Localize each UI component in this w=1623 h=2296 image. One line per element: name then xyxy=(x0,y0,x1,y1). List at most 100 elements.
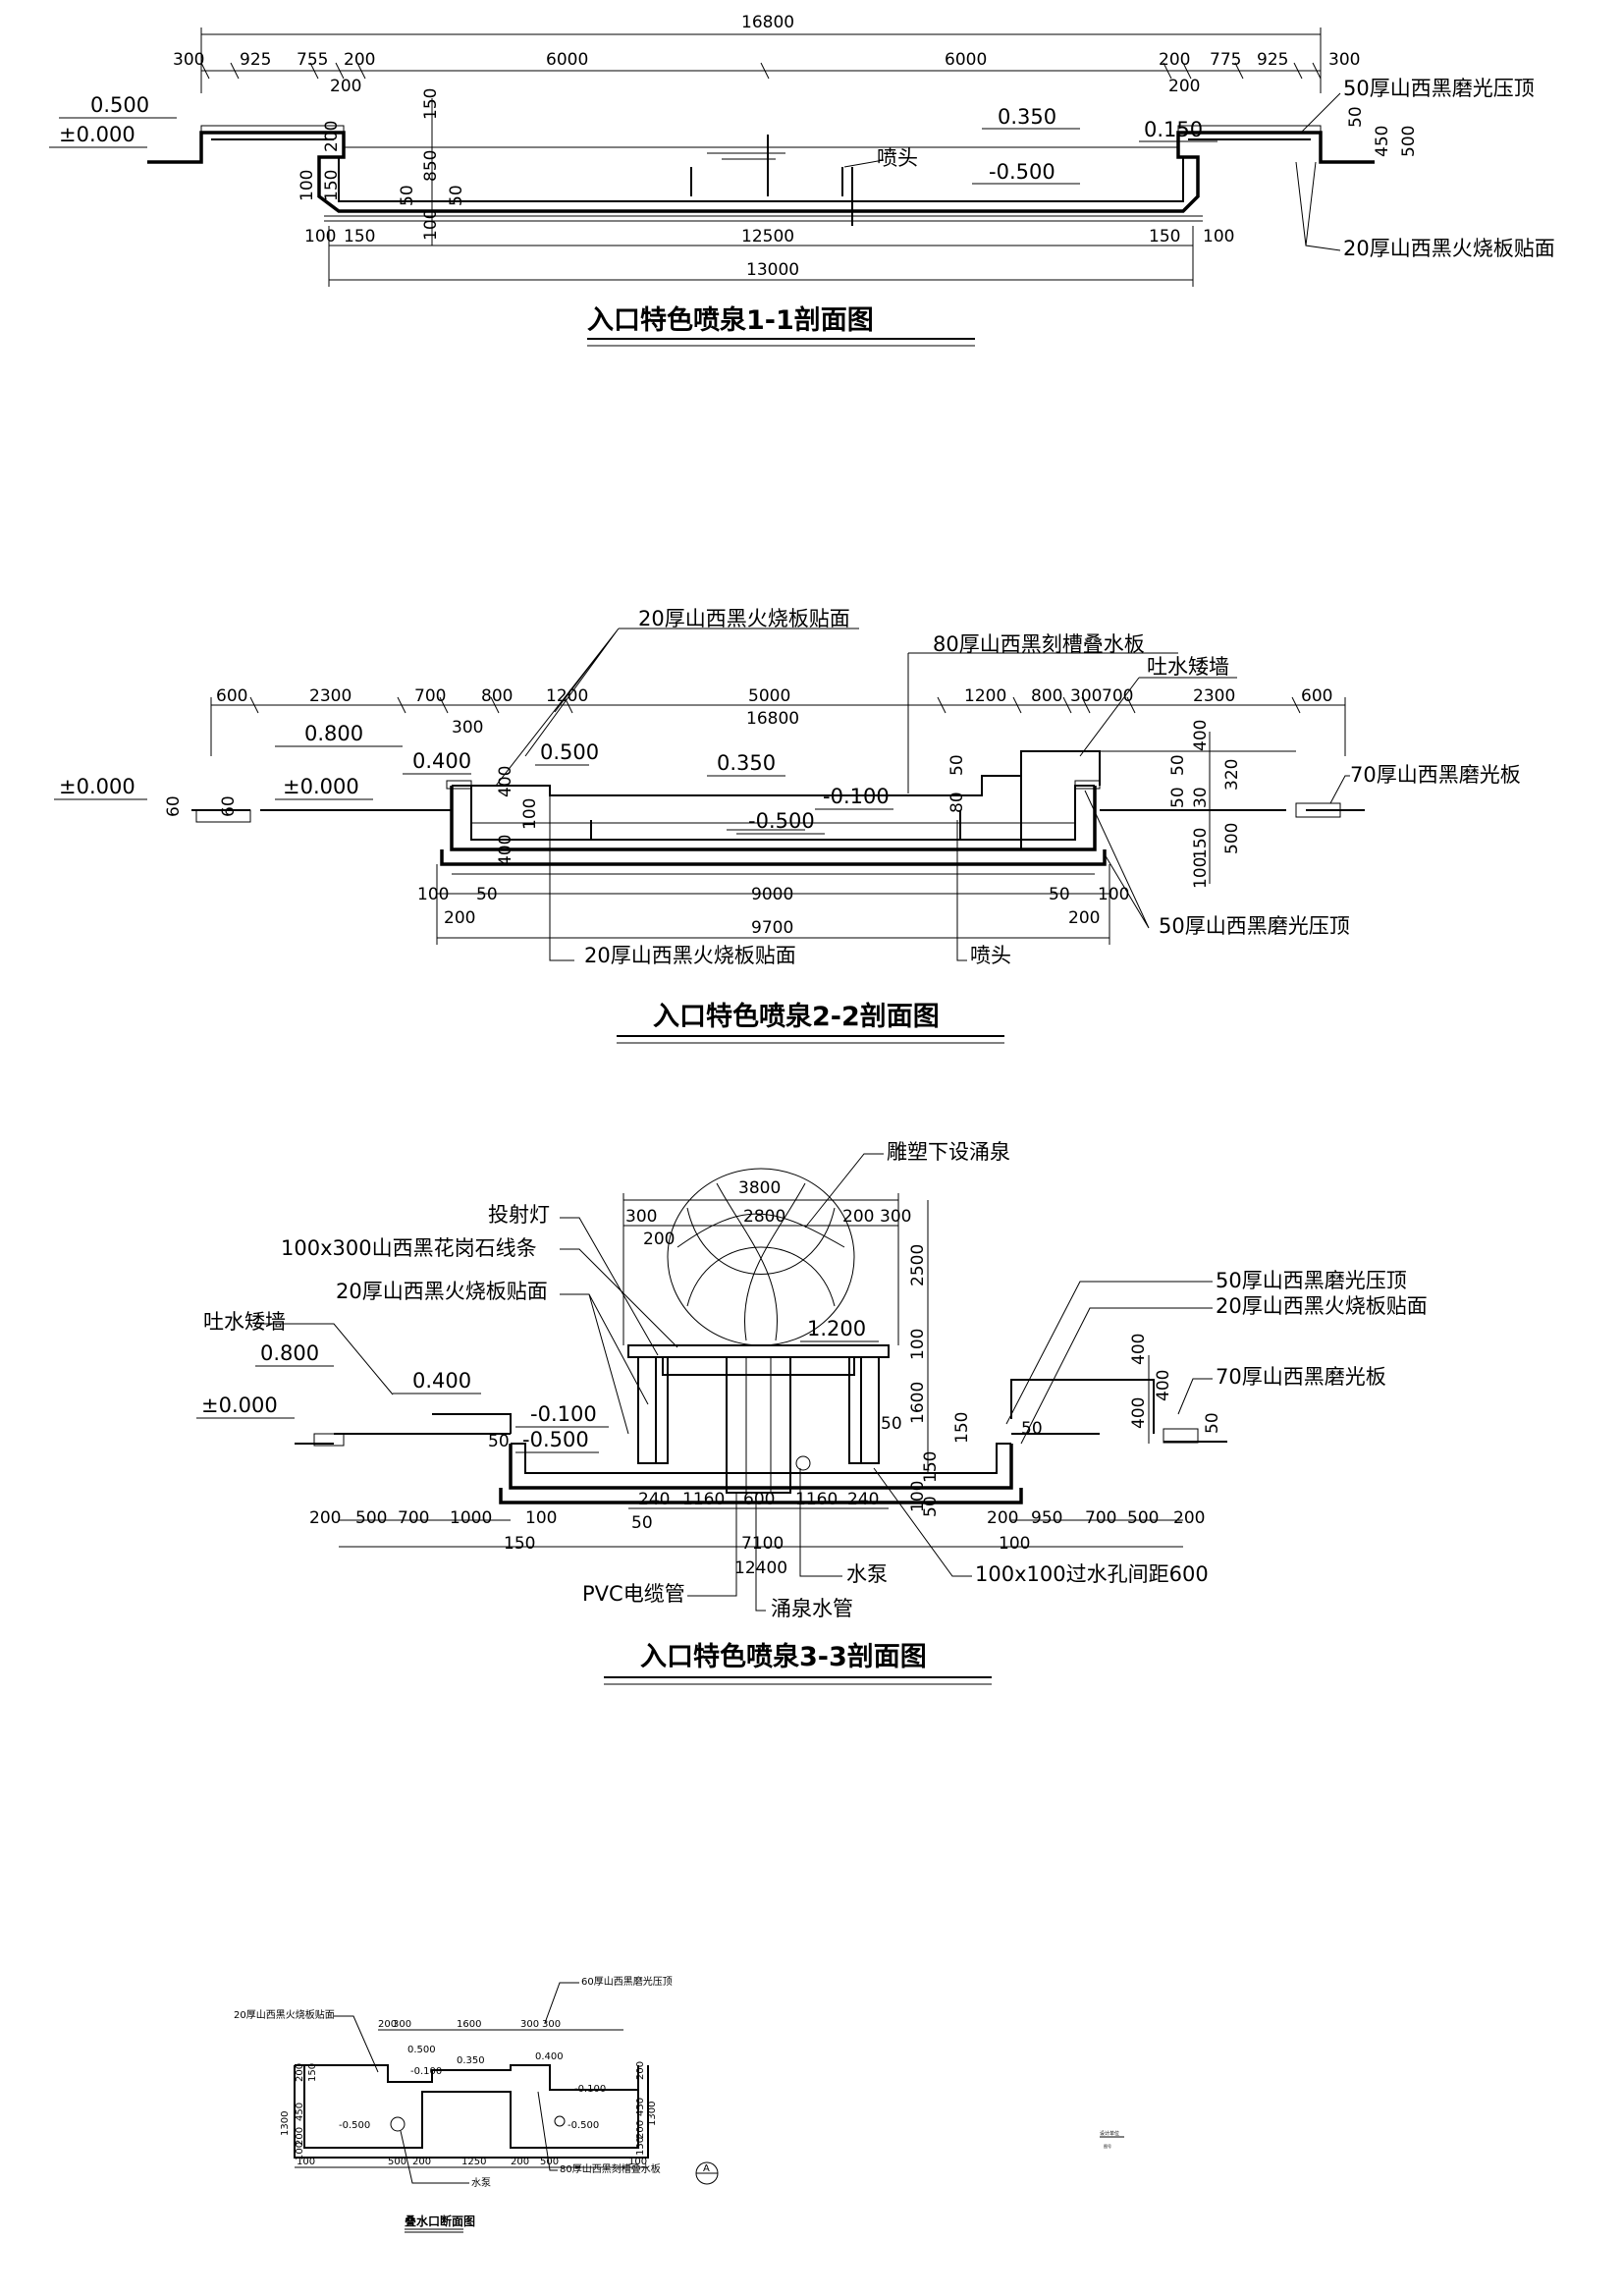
s3-elev-0800: 0.800 xyxy=(260,1341,319,1365)
s1-top-dim-3: 755 xyxy=(297,50,328,70)
s2-top-dim-12: 600 xyxy=(1301,686,1332,706)
s3-v100d: 100 xyxy=(999,1534,1030,1554)
s3-v50b: 50 xyxy=(488,1432,510,1451)
s2-v300: 300 xyxy=(452,718,483,738)
s3-v150: 150 xyxy=(952,1412,972,1444)
s3-v1600: 1600 xyxy=(908,1382,928,1424)
s3-left-dim-4: 1000 xyxy=(450,1508,492,1528)
s2-v100a: 100 xyxy=(520,798,540,830)
s3-top-dim-4: 300 xyxy=(880,1207,911,1227)
s1-v850: 850 xyxy=(421,150,441,182)
s4-bot-dim-5: 200 xyxy=(511,2157,529,2167)
s4-bot-dim-4: 1250 xyxy=(461,2157,486,2167)
s3-v150d: 150 xyxy=(504,1534,535,1554)
s3-total-7100: 7100 xyxy=(741,1534,784,1554)
s1-elev-0500: 0.500 xyxy=(90,93,149,117)
s2-r-dim-7: 150 xyxy=(1191,828,1211,859)
s1-elev-0350: 0.350 xyxy=(998,105,1056,129)
s2-top-dim-2: 2300 xyxy=(309,686,352,706)
s4-label-face: 20厚山西黑火烧板贴面 xyxy=(234,2008,335,2021)
s2-top-dim-4: 800 xyxy=(481,686,513,706)
sculpture-drawing xyxy=(667,1168,855,1346)
s3-inner-dim-3: 600 xyxy=(743,1490,775,1509)
s4-elev-m0500a: -0.500 xyxy=(339,2120,370,2131)
s4-elev-0350: 0.350 xyxy=(457,2055,485,2066)
s4-top-dim-2: 300 xyxy=(393,2019,411,2030)
s3-r-dim-4: 50 xyxy=(1203,1412,1222,1434)
s1-top-dim-10: 300 xyxy=(1328,50,1360,70)
s4-label-pump: 水泵 xyxy=(471,2177,491,2189)
s4-bot-dim-6: 500 xyxy=(540,2157,559,2167)
s2-elev-m0500: -0.500 xyxy=(748,809,815,833)
s1-v50b: 50 xyxy=(447,185,466,206)
s1-v50r: 50 xyxy=(1346,106,1366,128)
s1-bot-dim-2: 150 xyxy=(344,227,375,246)
s3-elev-0000: ±0.000 xyxy=(201,1394,278,1417)
s4-right-v5: 1300 xyxy=(647,2102,658,2126)
s1-v100b: 100 xyxy=(421,209,441,241)
s1-total-bottom: 13000 xyxy=(746,260,799,280)
s2-r-dim-4: 50 xyxy=(1168,787,1188,808)
s1-top-dim-7: 200 xyxy=(1159,50,1190,70)
s1-sub-dim-right: 200 xyxy=(1168,77,1200,96)
s3-v50d: 50 xyxy=(631,1513,653,1533)
s2-elev-0800: 0.800 xyxy=(304,722,363,745)
s3-right-dim-5: 200 xyxy=(1173,1508,1205,1528)
s3-label-hole: 100x100过水孔间距600 xyxy=(975,1562,1209,1586)
s4-axis-mark: A xyxy=(703,2163,710,2174)
section-3-3: 3800 300 2800 200 300 200 2500 100 1600 … xyxy=(196,1140,1428,1685)
s4-left-v5: 200 xyxy=(295,2127,305,2146)
s1-total-top: 16800 xyxy=(741,13,794,32)
s3-elev-0400: 0.400 xyxy=(412,1369,471,1393)
s3-sub-200: 200 xyxy=(643,1230,675,1249)
s3-left-dim-2: 500 xyxy=(355,1508,387,1528)
s4-right-v4: 150 xyxy=(635,2137,646,2156)
s3-left-dim-3: 700 xyxy=(398,1508,429,1528)
section-weir-detail: 20厚山西黑火烧板贴面 60厚山西黑磨光压顶 200 300 1600 300 … xyxy=(234,1975,719,2233)
s3-v2500: 2500 xyxy=(908,1244,928,1286)
s3-r-dim-3: 400 xyxy=(1129,1397,1149,1429)
s3-right-dim-2: 950 xyxy=(1031,1508,1062,1528)
s3-v100: 100 xyxy=(908,1329,928,1360)
s1-label-nozzle: 喷头 xyxy=(877,146,918,170)
s4-left-v4: 450 xyxy=(295,2103,305,2121)
s3-left-dim-1: 200 xyxy=(309,1508,341,1528)
s4-elev-0400: 0.400 xyxy=(535,2051,564,2062)
s1-top-dim-6: 6000 xyxy=(945,50,987,70)
s3-r-dim-2: 400 xyxy=(1154,1370,1173,1401)
s4-left-v2: 200 xyxy=(295,2063,305,2082)
s3-top-dim-1: 300 xyxy=(625,1207,657,1227)
s2-total-top: 16800 xyxy=(746,709,799,729)
s3-elev-m0100: -0.100 xyxy=(530,1402,597,1426)
s1-bot-dim-3: 12500 xyxy=(741,227,794,246)
s3-label-wall: 吐水矮墙 xyxy=(203,1310,286,1334)
s1-bot-dim-4: 150 xyxy=(1149,227,1180,246)
s3-top-3800: 3800 xyxy=(738,1178,781,1198)
s2-v60b: 60 xyxy=(219,795,239,817)
s3-top-dim-3: 200 xyxy=(842,1207,874,1227)
s4-right-v1: 200 xyxy=(635,2061,646,2080)
s4-bot-dim-2: 500 xyxy=(388,2157,406,2167)
s4-elev-m0100b: -0.100 xyxy=(574,2084,606,2095)
s3-label-face-r: 20厚山西黑火烧板贴面 xyxy=(1216,1294,1428,1318)
s2-top-dim-6: 5000 xyxy=(748,686,790,706)
s3-title: 入口特色喷泉3-3剖面图 xyxy=(640,1641,927,1672)
s3-label-light: 投射灯 xyxy=(488,1203,550,1227)
s2-label-wall: 吐水矮墙 xyxy=(1147,655,1229,679)
s1-top-dim-4: 200 xyxy=(344,50,375,70)
s3-inner-dim-5: 240 xyxy=(847,1490,879,1509)
s3-inner-dim-1: 240 xyxy=(638,1490,670,1509)
s1-v150b: 150 xyxy=(322,170,342,201)
s3-elev-1200: 1.200 xyxy=(807,1317,866,1340)
s3-label-cap: 50厚山西黑磨光压顶 xyxy=(1216,1269,1407,1292)
s1-v150: 150 xyxy=(421,88,441,120)
s2-bot-200-left: 200 xyxy=(444,908,475,928)
s1-v200: 200 xyxy=(322,121,342,152)
section-2-2: 16800 600 2300 700 800 1200 5000 1200 80… xyxy=(54,607,1521,1044)
s4-label-weir: 80厚山西黑刻槽叠水板 xyxy=(560,2162,661,2175)
s2-title: 入口特色喷泉2-2剖面图 xyxy=(653,1001,940,1032)
s2-r-dim-3: 320 xyxy=(1222,759,1242,791)
s3-v50: 50 xyxy=(881,1414,902,1434)
s2-bot-dim-2: 50 xyxy=(476,885,498,904)
s1-label-cap: 50厚山西黑磨光压顶 xyxy=(1343,77,1535,100)
